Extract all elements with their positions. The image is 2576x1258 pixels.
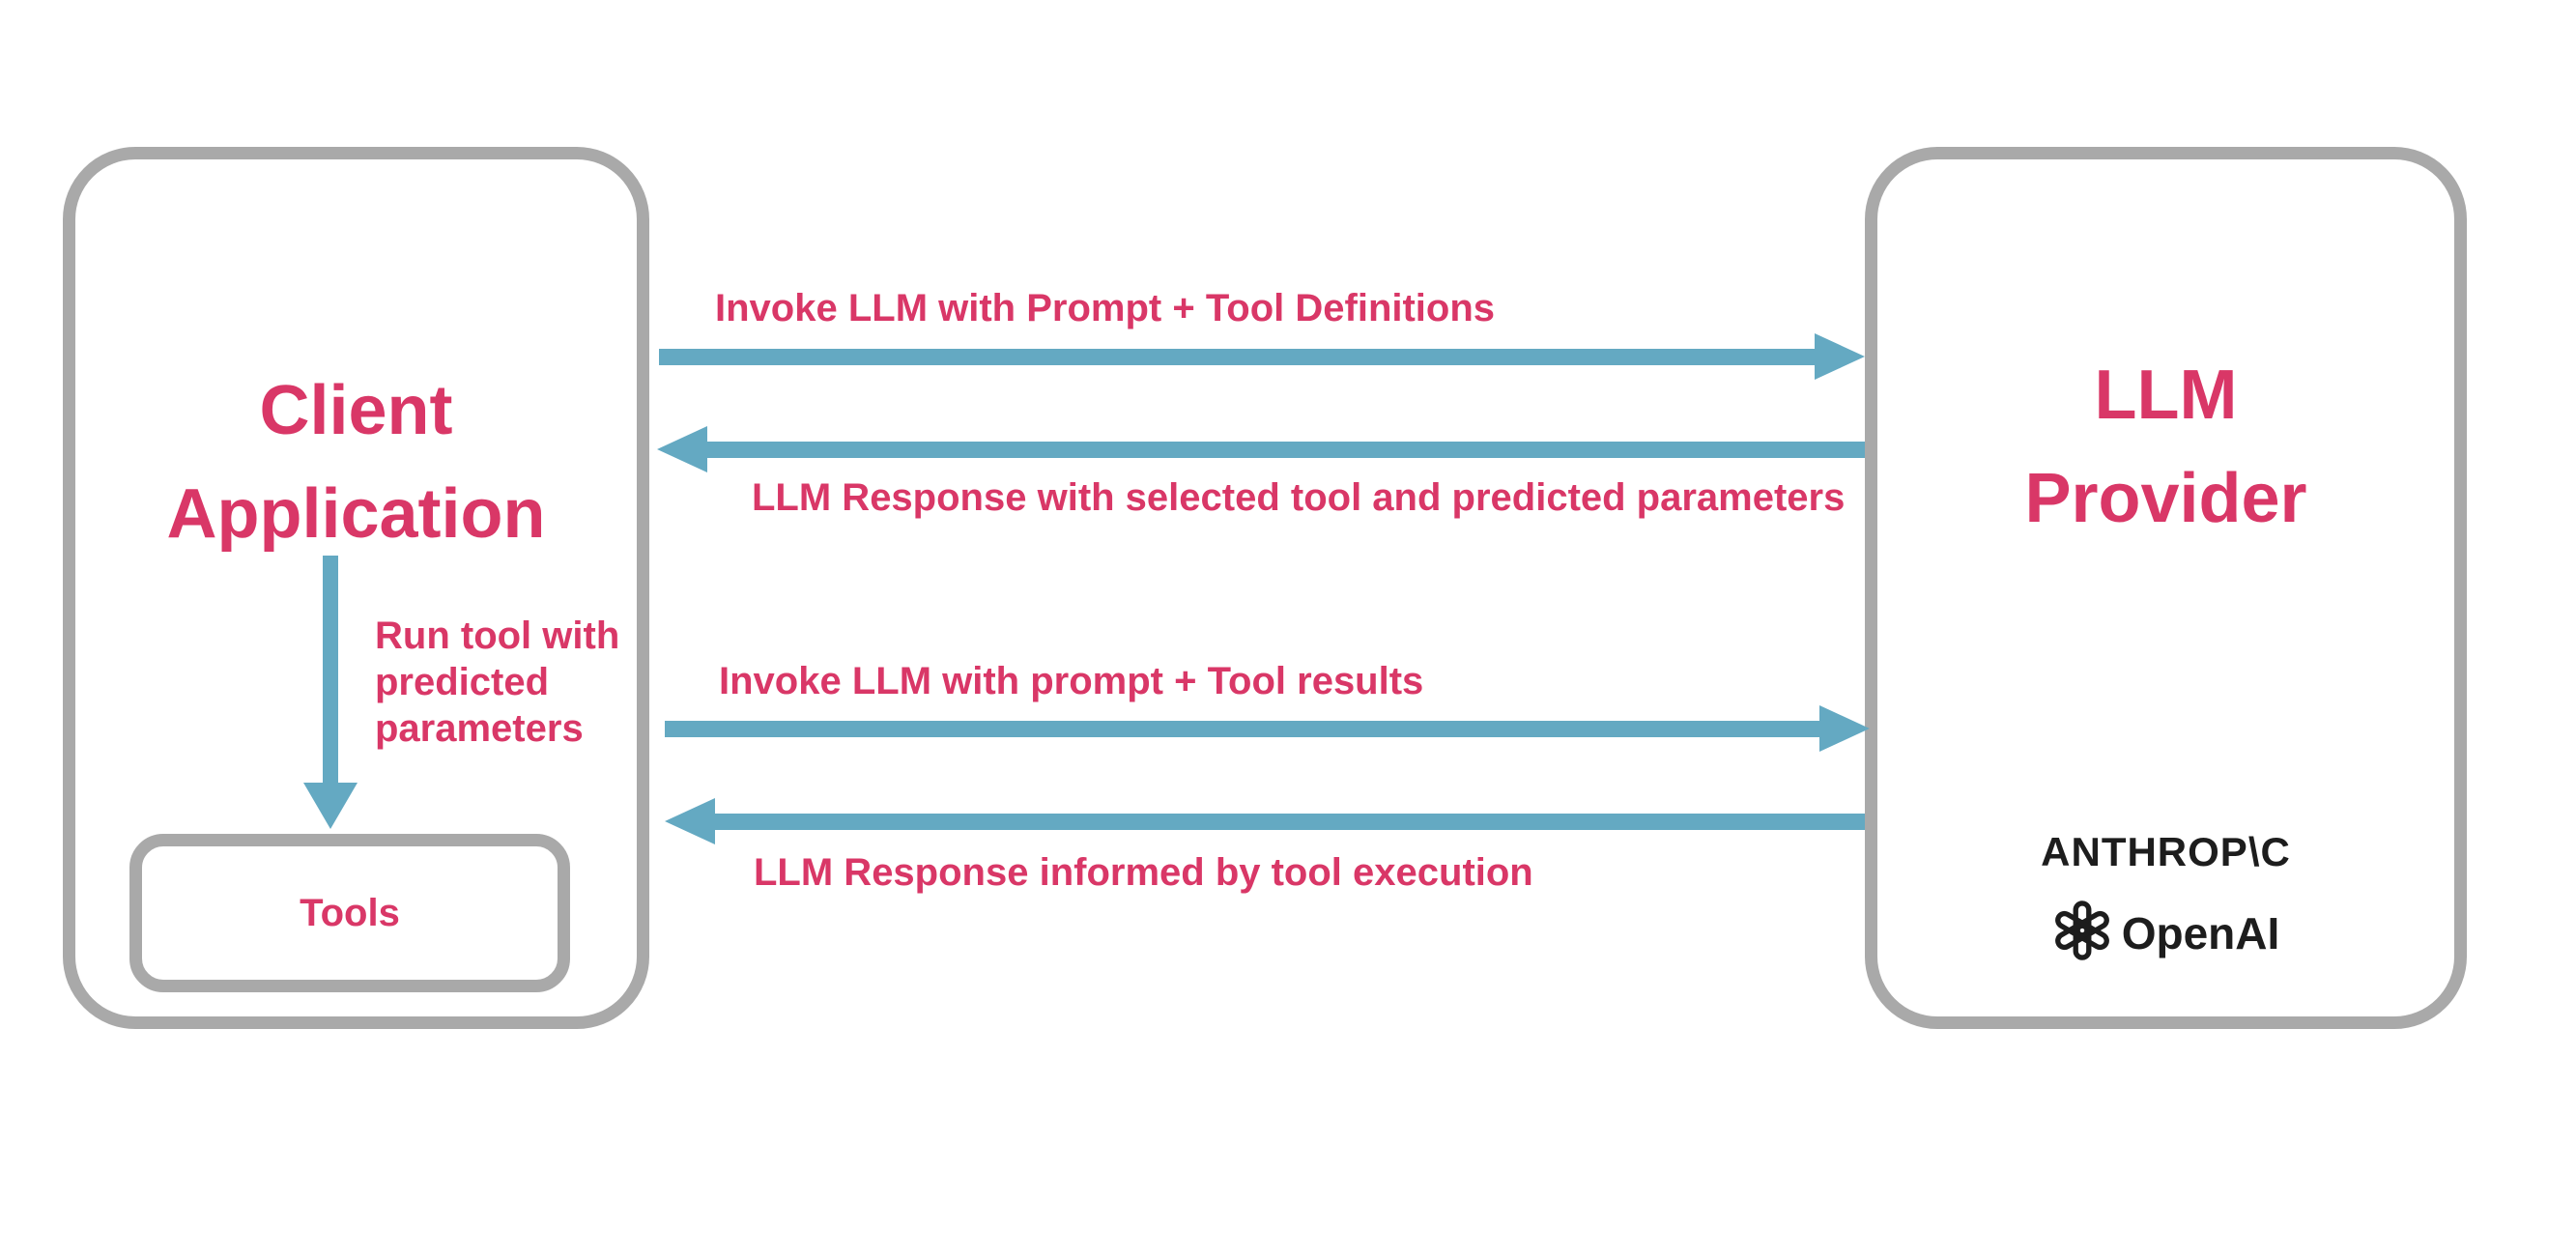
tools-box-label: Tools	[300, 891, 400, 934]
arrow-right-icon	[1819, 705, 1870, 752]
message-label-response-selected-tool: LLM Response with selected tool and pred…	[752, 476, 1846, 519]
arrow-left-icon	[657, 426, 707, 472]
llm-provider-title: LLM Provider	[1865, 344, 2467, 551]
message-label-invoke-definitions: Invoke LLM with Prompt + Tool Definition…	[715, 287, 1496, 329]
provider-title-line-2: Provider	[2024, 460, 2307, 537]
message-label-response-informed: LLM Response informed by tool execution	[754, 851, 1533, 894]
client-application-title: Client Application	[63, 359, 649, 566]
run-tool-arrow-label: Run tool with predicted parameters	[375, 615, 620, 750]
run-tool-arrow-shaft	[323, 556, 338, 785]
arrow-left-4-shaft	[714, 814, 1865, 830]
client-title-line-2: Application	[166, 475, 546, 553]
openai-knot-icon	[2052, 901, 2112, 965]
openai-logo-text: OpenAI	[2121, 907, 2280, 958]
arrow-left-icon	[665, 798, 715, 844]
arrow-left-2-shaft	[706, 442, 1865, 458]
anthropic-logo: ANTHROP\C	[2041, 829, 2291, 874]
arrow-down-icon	[303, 783, 358, 829]
llm-provider-box	[1865, 147, 2467, 1029]
arrow-right-icon	[1815, 333, 1865, 380]
arrow-right-1-shaft	[659, 349, 1815, 365]
message-label-invoke-results: Invoke LLM with prompt + Tool results	[719, 660, 1424, 702]
tools-box: Tools	[129, 834, 570, 992]
client-title-line-1: Client	[259, 372, 453, 449]
openai-logo: OpenAI	[1865, 901, 2467, 965]
provider-title-line-1: LLM	[2094, 357, 2238, 434]
arrow-right-3-shaft	[665, 721, 1820, 737]
